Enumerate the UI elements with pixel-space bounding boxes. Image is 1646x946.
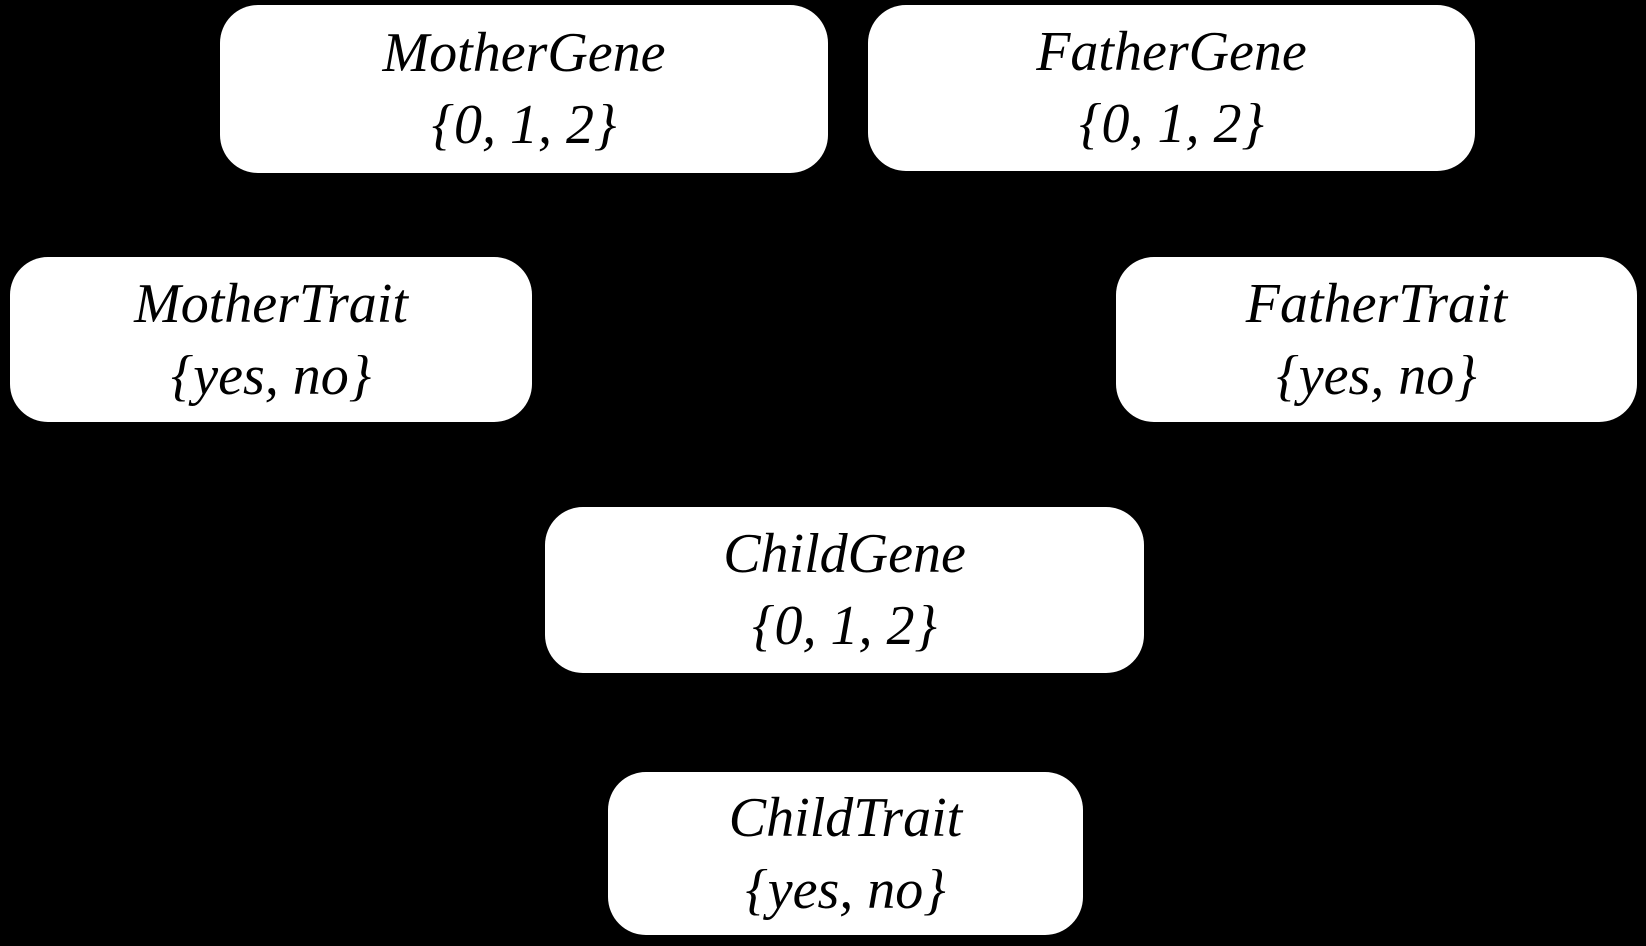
node-father-gene-domain: {0, 1, 2} — [1079, 93, 1264, 155]
node-mother-trait-label: MotherTrait — [134, 272, 408, 335]
node-child-trait-domain: {yes, no} — [745, 858, 946, 921]
node-mother-gene-label: MotherGene — [382, 22, 666, 84]
node-mother-trait: MotherTrait {yes, no} — [10, 257, 532, 422]
node-child-trait-label: ChildTrait — [728, 786, 963, 849]
node-father-trait-domain: {yes, no} — [1276, 344, 1477, 407]
node-child-gene-domain: {0, 1, 2} — [752, 595, 937, 657]
node-mother-trait-domain: {yes, no} — [170, 344, 372, 407]
node-child-gene-label: ChildGene — [723, 523, 966, 585]
node-father-trait: FatherTrait {yes, no} — [1116, 257, 1637, 422]
node-father-trait-label: FatherTrait — [1245, 272, 1508, 335]
node-father-gene-label: FatherGene — [1036, 21, 1307, 83]
node-mother-gene: MotherGene {0, 1, 2} — [220, 5, 828, 173]
node-mother-gene-domain: {0, 1, 2} — [431, 94, 617, 156]
node-child-gene: ChildGene {0, 1, 2} — [545, 507, 1144, 673]
node-father-gene: FatherGene {0, 1, 2} — [868, 5, 1475, 171]
node-child-trait: ChildTrait {yes, no} — [608, 772, 1083, 935]
